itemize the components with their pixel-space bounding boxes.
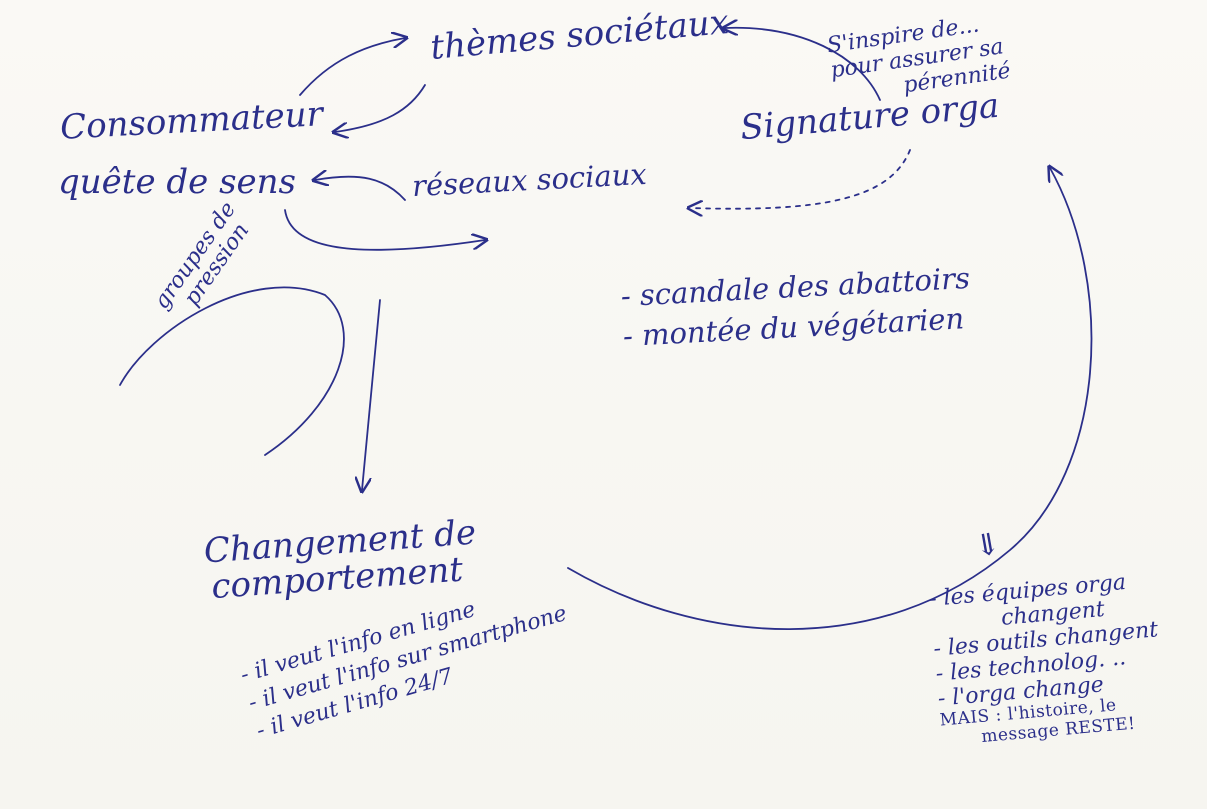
arrow-signature-to-themes: [725, 28, 881, 101]
arrow-signature-to-reseaux-dotted: [690, 149, 911, 209]
arrow-conso-to-themes: [299, 38, 405, 96]
fact-item: - montée du végétarien: [622, 301, 965, 354]
note-evolution: - les équipes orga changent - les outils…: [928, 568, 1167, 752]
arrow-conso-to-changement: [362, 299, 381, 490]
arrow-reseaux-to-quete: [315, 177, 406, 201]
arrow-changement-to-signature: [567, 168, 1093, 630]
arc-groupes-de-pression: [119, 286, 345, 456]
arrow-themes-to-conso: [335, 84, 426, 132]
therefore-arrow-icon: ⇓: [972, 526, 1003, 565]
arrow-quete-to-reseaux: [284, 209, 485, 251]
node-quete-de-sens: quête de sens: [58, 162, 296, 202]
